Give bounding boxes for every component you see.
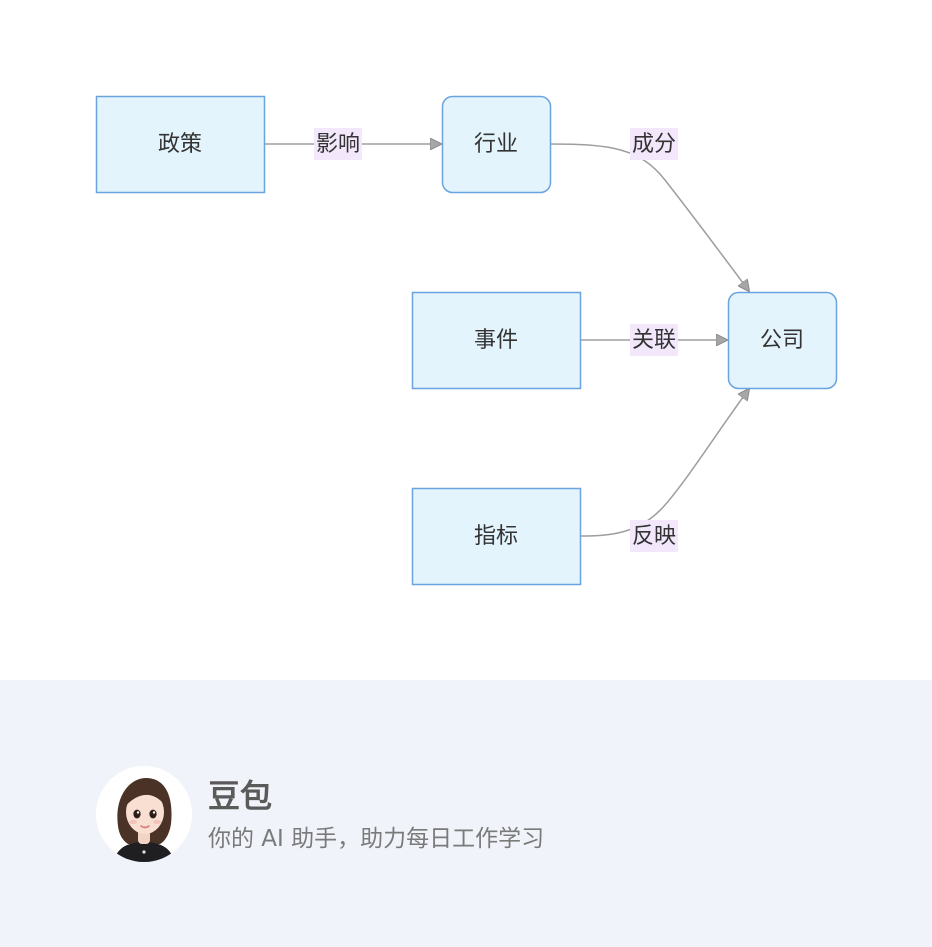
node-industry-label: 行业 <box>474 132 518 157</box>
avatar <box>96 766 192 862</box>
brand-tagline: 你的 AI 助手，助力每日工作学习 <box>208 826 545 852</box>
branding-footer: 豆包 你的 AI 助手，助力每日工作学习 <box>0 680 932 947</box>
edge-label-reflection: 反映 <box>630 520 678 552</box>
edge-industry-company <box>549 143 749 291</box>
node-company-label: 公司 <box>760 328 804 353</box>
brand-name: 豆包 <box>208 777 273 815</box>
edge-label-influence-text: 影响 <box>316 132 360 157</box>
edge-indicator-company <box>579 389 749 537</box>
assistant-avatar-icon <box>96 766 192 862</box>
node-policy: 政策 <box>95 95 266 194</box>
node-policy-label: 政策 <box>158 132 202 157</box>
node-indicator: 指标 <box>411 487 582 586</box>
edge-label-reflection-text: 反映 <box>632 524 676 549</box>
node-event: 事件 <box>411 291 582 390</box>
edge-label-association-text: 关联 <box>632 328 676 353</box>
flowchart-diagram: 影响 成分 关联 反映 政策 行业 事件 指标 <box>95 95 838 586</box>
node-industry: 行业 <box>441 95 552 194</box>
node-indicator-label: 指标 <box>474 524 518 549</box>
node-event-label: 事件 <box>474 328 518 353</box>
edge-label-component-text: 成分 <box>632 132 676 157</box>
node-company: 公司 <box>727 291 838 390</box>
edge-label-component: 成分 <box>630 128 678 160</box>
edge-label-influence: 影响 <box>314 128 362 160</box>
edge-label-association: 关联 <box>630 324 678 356</box>
